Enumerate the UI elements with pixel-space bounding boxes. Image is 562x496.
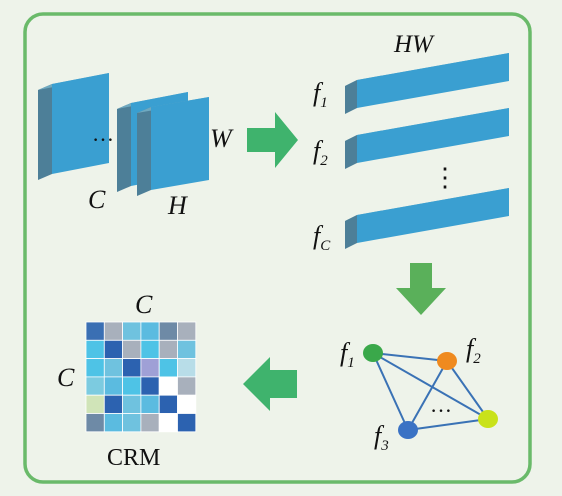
crm-cell <box>177 358 197 378</box>
crm-cell <box>122 413 142 433</box>
node-label-f3: f3 <box>374 421 389 454</box>
crm-cell <box>85 376 105 396</box>
node-label-f1: f1 <box>340 338 355 371</box>
crm-cell <box>158 321 178 341</box>
crm-cell <box>158 394 178 414</box>
crm-cell <box>140 321 160 341</box>
crm-arrow <box>243 357 297 411</box>
crm-cell <box>103 321 124 341</box>
channel-graph: f1 f2 f3 … <box>340 334 498 454</box>
crm-cell <box>158 339 178 359</box>
feature-slab-back <box>38 73 109 180</box>
node-label-f2: f2 <box>466 334 481 367</box>
crm-cell <box>85 339 105 359</box>
crm-cell <box>177 413 197 433</box>
hw-label: HW <box>393 31 435 58</box>
crm-cell <box>85 413 105 433</box>
vector-fc <box>345 188 509 249</box>
crm-cell <box>103 394 124 414</box>
channel-label: C <box>88 185 106 214</box>
crm-cell <box>177 339 197 359</box>
graph-node-f2 <box>437 352 457 370</box>
crm-cell <box>158 358 178 378</box>
crm-cell <box>177 394 197 414</box>
crm-cell <box>140 358 160 378</box>
crm-cell <box>85 321 105 341</box>
crm-cell <box>85 358 105 378</box>
channel-vectors: HW f1 f2 fC ⋮ <box>313 31 509 254</box>
crm-cell <box>85 394 105 414</box>
crm-cell <box>158 413 178 433</box>
crm-cell <box>140 413 160 433</box>
graph-edges <box>372 352 489 431</box>
crm-cell <box>122 339 142 359</box>
vector-vdots: ⋮ <box>432 163 458 192</box>
vector-f1 <box>345 53 509 114</box>
crm-matrix: C C CRM <box>57 290 197 471</box>
crm-left-label: C <box>57 363 75 392</box>
width-label: W <box>210 124 234 153</box>
feature-map: … W C H <box>38 73 234 220</box>
fc-label: fC <box>313 221 331 254</box>
outer-frame <box>23 12 532 484</box>
crm-cell <box>103 358 124 378</box>
crm-top-label: C <box>135 290 153 319</box>
height-label: H <box>167 191 188 220</box>
graph-arrow <box>396 263 446 315</box>
f2-label: f2 <box>313 136 328 169</box>
feature-slab-front <box>137 97 209 196</box>
crm-grid <box>85 321 197 433</box>
crm-cell <box>122 376 142 396</box>
crm-cell <box>158 376 178 396</box>
crm-cell <box>122 358 142 378</box>
f1-label: f1 <box>313 78 328 111</box>
crm-cell <box>103 339 124 359</box>
reshape-arrow <box>247 112 298 168</box>
graph-node-f1 <box>363 344 383 362</box>
crm-cell <box>122 321 142 341</box>
crm-cell <box>140 376 160 396</box>
vector-f2 <box>345 108 509 169</box>
graph-ellipsis: … <box>430 392 452 417</box>
crm-cell <box>177 376 197 396</box>
crm-cell <box>103 413 124 433</box>
crm-cell <box>103 376 124 396</box>
graph-node-f3 <box>398 421 418 439</box>
crm-cell <box>140 394 160 414</box>
graph-node-4 <box>478 410 498 428</box>
crm-caption: CRM <box>107 445 160 471</box>
feature-map-ellipsis: … <box>92 121 114 146</box>
crm-cell <box>177 321 197 341</box>
crm-cell <box>140 339 160 359</box>
crm-cell <box>122 394 142 414</box>
